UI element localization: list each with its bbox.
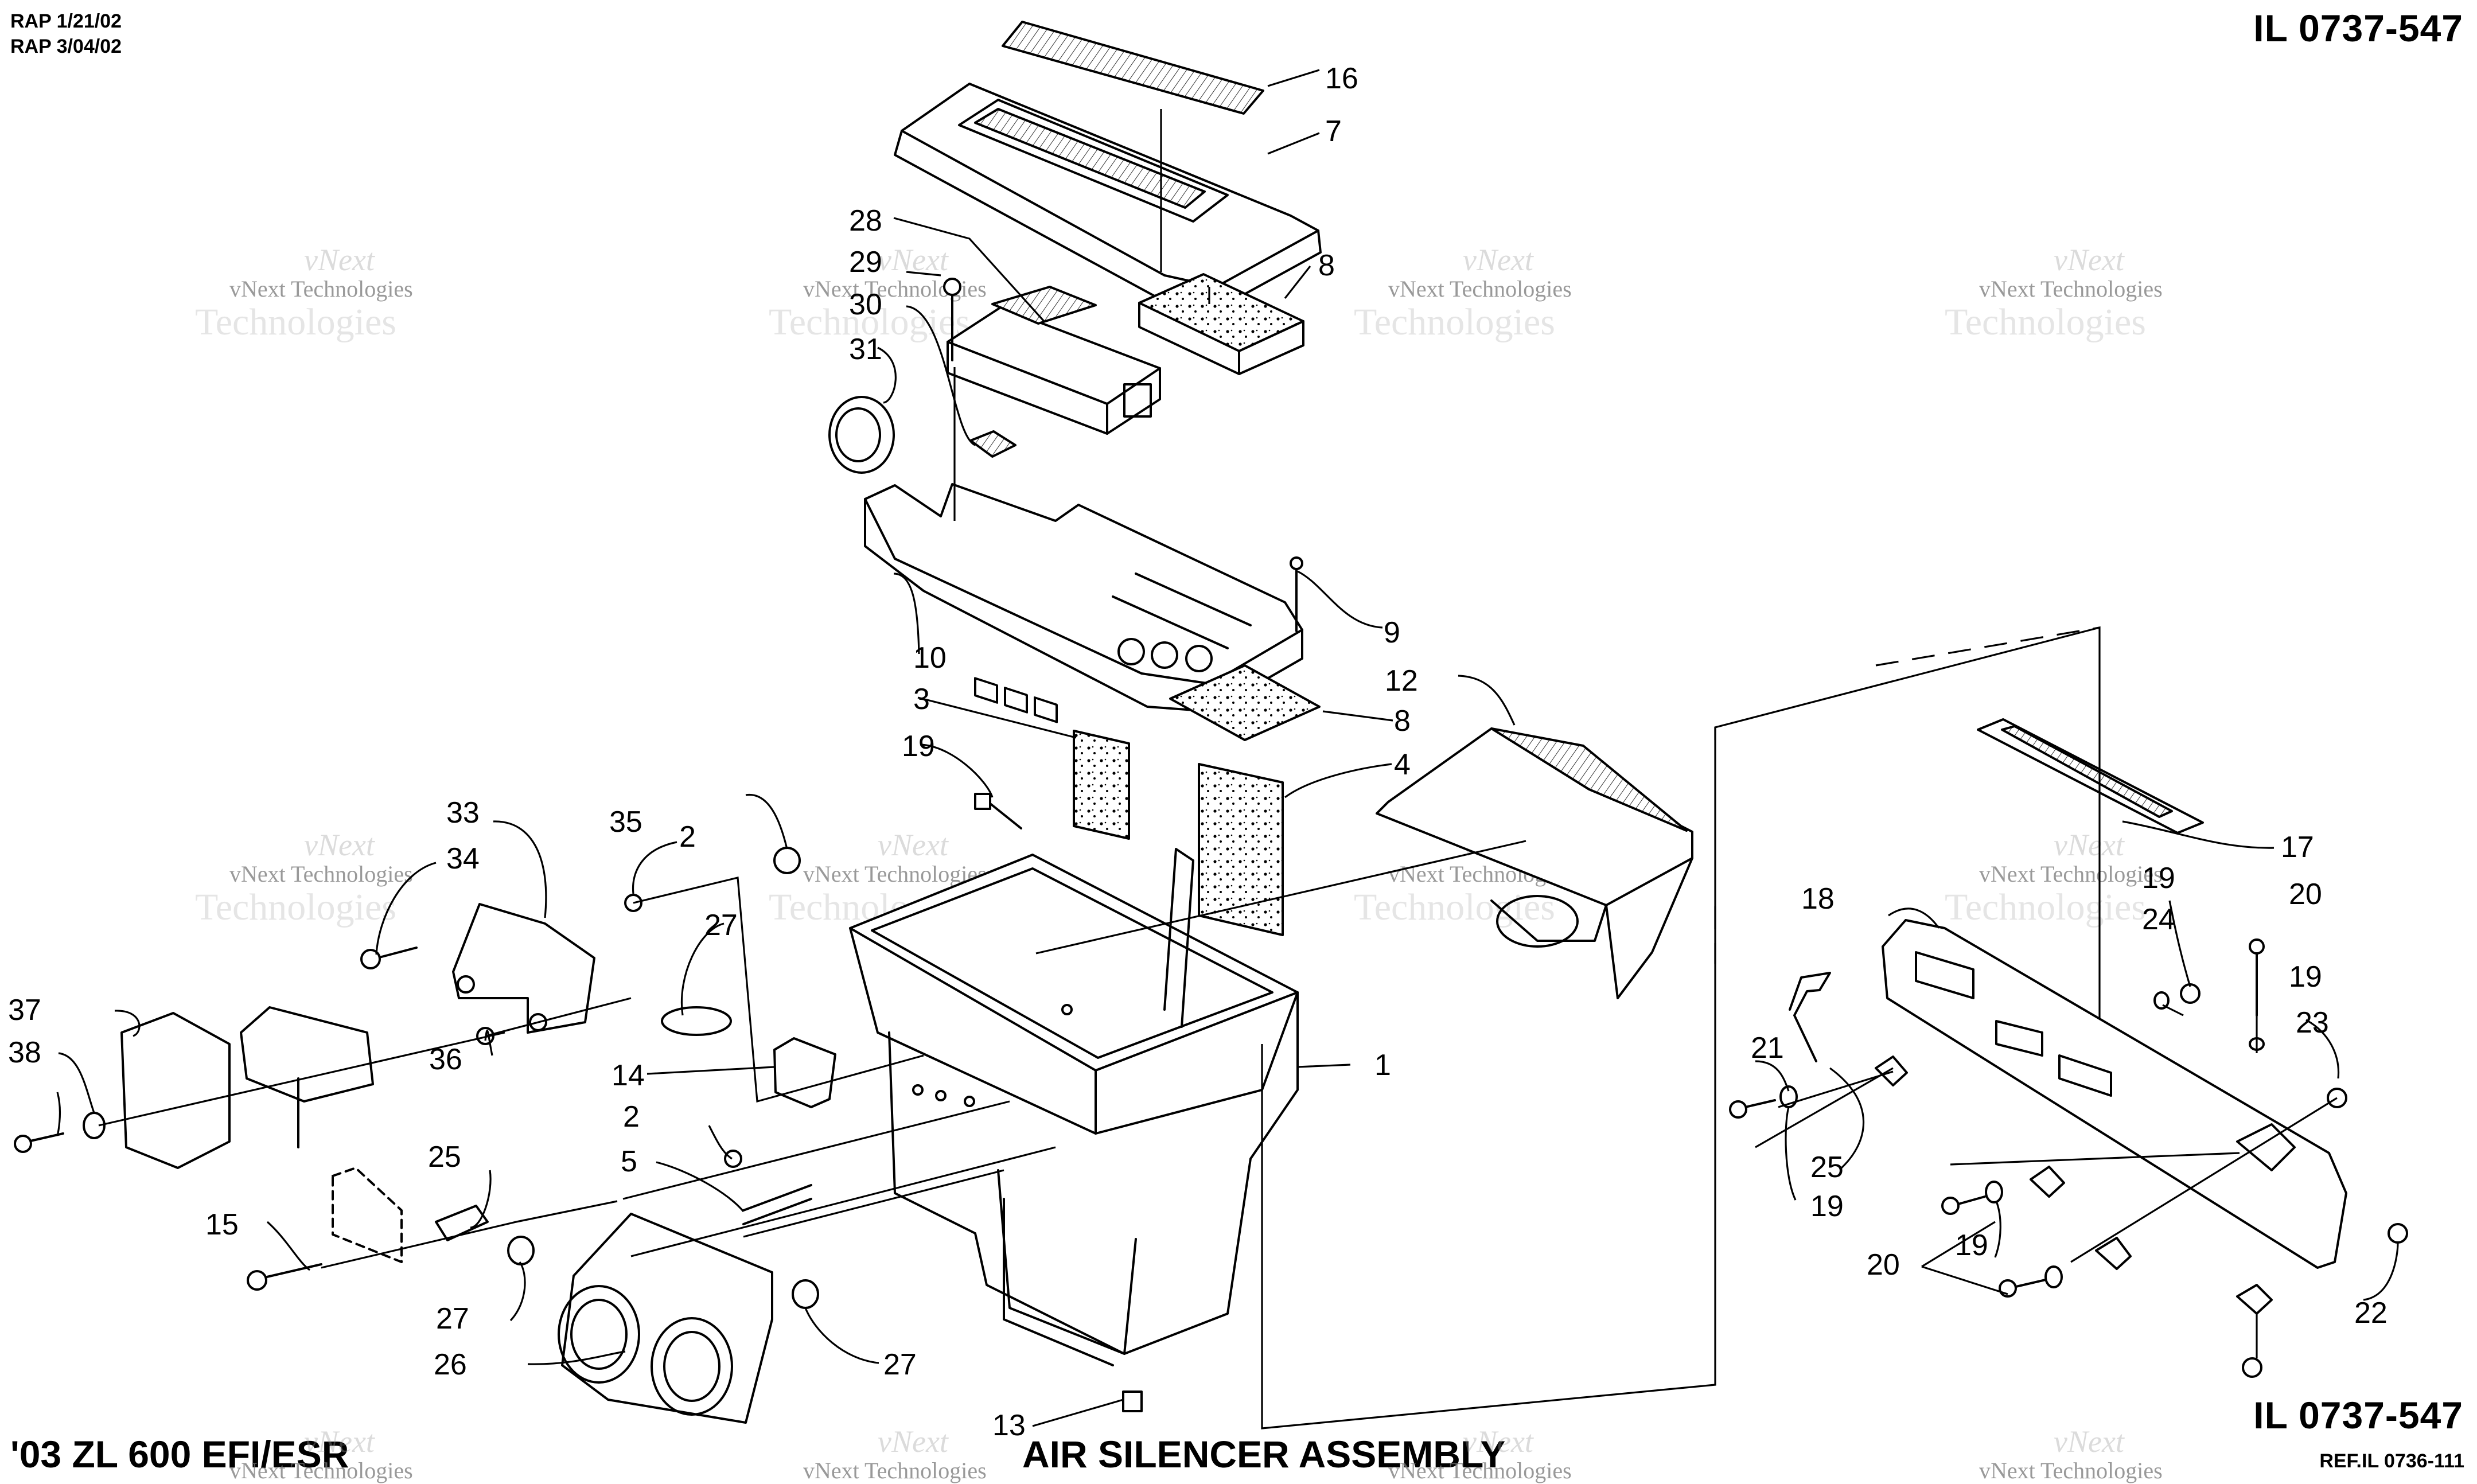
callout-label: 25 [428,1140,461,1174]
silencer-cover-part [894,83,1322,311]
callout-label: 35 [609,805,642,839]
callout-label: 8 [1318,249,1335,282]
callout-label: 33 [446,796,480,829]
bolt-part [247,1263,322,1291]
seal-part [1977,718,2204,834]
bolt-part [974,793,1022,829]
sensor-cover-part [120,1012,231,1169]
callout-label: 20 [2289,878,2322,911]
callout-label: 34 [446,842,480,875]
drain-plug-part [1122,1390,1143,1412]
callout-label: 36 [429,1043,462,1076]
callout-label: 5 [621,1145,637,1178]
callout-label: 21 [1751,1031,1784,1065]
callout-label: 27 [704,909,738,942]
spacer-part [435,1205,489,1241]
callout-label: 7 [1325,115,1342,148]
callout-label: 13 [992,1409,1026,1442]
callout-label: 28 [849,204,882,237]
grommet-part [1875,1055,2273,1315]
sensor-bracket-part [332,1167,403,1263]
callout-label: 29 [849,246,882,279]
callout-label: 23 [2296,1006,2329,1039]
screw-part [1290,556,1303,632]
bolt-part [360,947,418,969]
illustration-number-top: IL 0737-547 [2253,7,2463,49]
illustration-number-bottom: IL 0737-547 [2253,1394,2463,1436]
dashed-assembly-line [1714,626,2100,964]
callout-label: 31 [849,333,882,366]
callout-label: 27 [436,1302,469,1335]
callout-label: 14 [612,1059,645,1092]
bolt-part [14,1132,64,1153]
screw-part [943,278,961,361]
clip-part [773,1037,836,1108]
air-box-part [849,848,1299,1366]
decal-part [1002,21,1264,115]
callout-label: 19 [902,730,935,763]
callout-label: 9 [1384,616,1400,649]
revision-note-2: RAP 3/04/02 [10,36,122,57]
callout-label: 19 [1810,1190,1844,1223]
callout-label: 22 [2354,1296,2388,1330]
callout-label: 2 [623,1100,640,1134]
callout-label: 8 [1394,704,1411,738]
regulator-part [240,1006,374,1148]
callout-label: 17 [2281,831,2314,864]
callout-label: 3 [913,683,930,716]
mount-bracket-part [452,903,595,1034]
callout-label: 26 [434,1348,467,1381]
air-duct-part [1882,919,2347,1269]
bolt-part [1729,938,2265,1298]
callout-labels: 16 7 8 28 29 30 31 10 3 19 9 12 8 4 1 13… [8,62,2388,1442]
model-title: '03 ZL 600 EFI/ESR [10,1433,349,1475]
callout-label: 27 [883,1348,917,1381]
reference-illustration: REF.IL 0736-111 [2319,1450,2464,1472]
callout-label: 10 [913,641,947,675]
assembly-title: AIR SILENCER ASSEMBLY [1022,1433,1506,1475]
pad-part [969,430,1016,458]
callout-label: 24 [2142,903,2175,936]
intake-duct-part [1376,727,1693,999]
callout-label: 4 [1394,748,1411,781]
callout-label: 12 [1385,664,1418,698]
ecu-module-part [947,286,1161,723]
leader-lines [56,69,2399,1430]
grommet-part [828,396,895,474]
callout-label: 1 [1374,1049,1391,1082]
rod-part [1789,972,1831,1062]
inlet-housing-part [558,1213,773,1424]
callout-label: 2 [679,820,696,854]
hose-clamp-part [661,1006,732,1036]
upper-tray-part [864,483,1303,712]
callout-label: 25 [1810,1151,1844,1184]
callout-label: 19 [1955,1229,1988,1262]
callout-label: 15 [205,1208,239,1241]
foam-strip-part [1169,664,1321,741]
revision-note-1: RAP 1/21/02 [10,10,122,32]
washer-part [1779,991,2265,1288]
callout-label: 37 [8,994,41,1027]
foam-panel-part [1073,730,1284,936]
callout-label: 20 [1867,1248,1900,1282]
callout-label: 19 [2142,862,2175,895]
callout-label: 38 [8,1036,41,1069]
callout-label: 18 [1801,882,1835,916]
filter-pad-part [1138,273,1304,375]
callout-label: 19 [2289,960,2322,994]
callout-label: 16 [1325,62,1358,95]
callout-label: 30 [849,288,882,321]
hose-part [742,1184,812,1225]
